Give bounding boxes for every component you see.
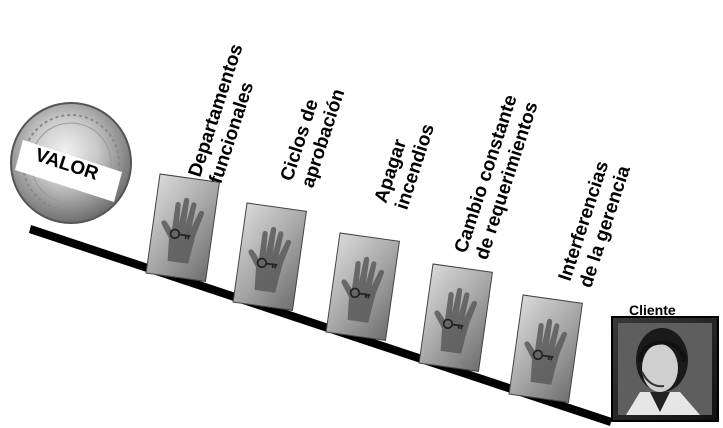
customer-box: Cliente bbox=[612, 302, 718, 421]
obstacle-label-4: Cambio constante de requerimientos bbox=[451, 92, 543, 262]
obstacle-photo-1 bbox=[146, 174, 219, 281]
value-coin: VALOR bbox=[11, 103, 131, 223]
obstacle-photo-4 bbox=[419, 264, 492, 371]
customer-label: Cliente bbox=[629, 302, 676, 318]
customer-service-agent-icon bbox=[618, 323, 712, 415]
obstacle-photo-5 bbox=[509, 295, 582, 402]
obstacle-label-1: Departamentos funcionales bbox=[185, 41, 269, 186]
obstacle-photo-3 bbox=[326, 233, 399, 340]
obstacle-label-5: Interferencias de la gerencia bbox=[555, 156, 635, 290]
obstacle-label-2: Ciclos de aprobación bbox=[277, 80, 350, 191]
obstacle-label-3: Apagar incendios bbox=[371, 115, 439, 213]
obstacle-photo-2 bbox=[233, 203, 306, 310]
